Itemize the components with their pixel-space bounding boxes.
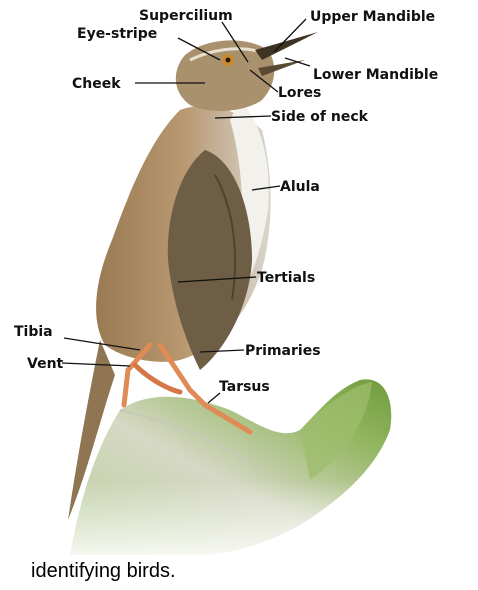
bird-anatomy-diagram: Supercilium Upper Mandible Eye-stripe Lo…	[0, 0, 478, 555]
label-vent: Vent	[27, 356, 64, 372]
label-alula: Alula	[280, 179, 320, 195]
label-tertials: Tertials	[257, 270, 315, 286]
label-lower-mandible: Lower Mandible	[313, 67, 438, 83]
leaf-perch	[60, 379, 420, 555]
label-lores: Lores	[278, 85, 321, 101]
label-upper-mandible: Upper Mandible	[310, 9, 435, 25]
label-eye-stripe: Eye-stripe	[77, 26, 157, 42]
label-tibia: Tibia	[14, 324, 53, 340]
label-cheek: Cheek	[72, 76, 121, 92]
label-side-of-neck: Side of neck	[271, 109, 369, 125]
caption-text: identifying birds.	[31, 560, 176, 583]
label-primaries: Primaries	[245, 343, 321, 359]
label-supercilium: Supercilium	[139, 8, 233, 24]
label-tarsus: Tarsus	[219, 379, 270, 395]
